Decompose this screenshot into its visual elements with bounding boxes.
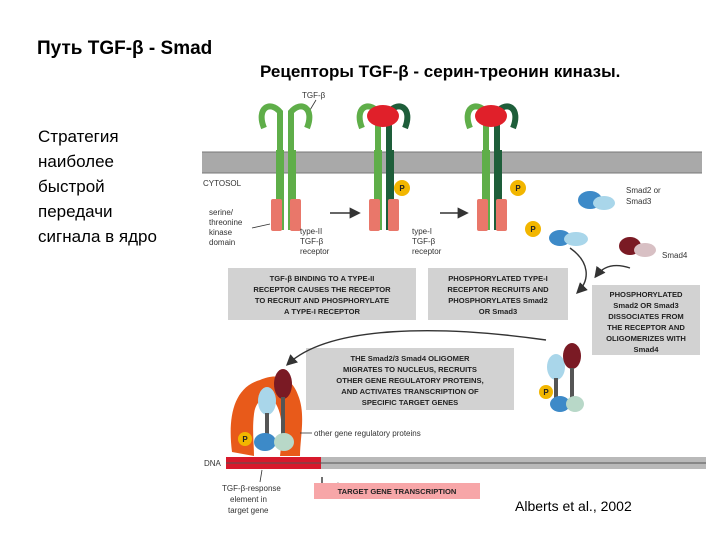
- type2-receptor-label-line: TGF-β: [300, 237, 324, 246]
- strategy-text: Стратегия наиболее быстрой передачи сигн…: [38, 124, 157, 249]
- type1-receptor-label-line: type-I: [412, 227, 432, 236]
- svg-text:P: P: [399, 184, 405, 193]
- response-element-label-line: TGF-β-response: [222, 484, 281, 493]
- svg-text:TARGET GENE TRANSCRIPTION: TARGET GENE TRANSCRIPTION: [338, 487, 457, 496]
- slide-subtitle: Рецепторы TGF-β - серин-треонин киназы.: [260, 62, 621, 81]
- smad-oligomer: [547, 343, 584, 412]
- arrow-to-nucleus: [285, 330, 547, 366]
- svg-text:TO RECRUIT AND PHOSPHORYLATE: TO RECRUIT AND PHOSPHORYLATE: [255, 296, 389, 305]
- strategy-line: Стратегия: [38, 127, 119, 146]
- svg-text:PHOSPHORYLATES Smad2: PHOSPHORYLATES Smad2: [448, 296, 548, 305]
- smad2-3-protein: [549, 191, 615, 246]
- svg-text:DISSOCIATES FROM: DISSOCIATES FROM: [608, 312, 683, 321]
- svg-text:MIGRATES TO NUCLEUS, RECRUITS: MIGRATES TO NUCLEUS, RECRUITS: [343, 365, 477, 374]
- tgf-beta-ligand: [367, 105, 399, 127]
- type2-receptor-label-line: type-II: [300, 227, 322, 236]
- receptor-complex-phosphorylated: [464, 103, 519, 231]
- svg-text:P: P: [543, 388, 549, 397]
- smad23-label-line: Smad3: [626, 197, 652, 206]
- receptor-type2-pair: [258, 103, 313, 231]
- svg-text:AND ACTIVATES TRANSCRIPTION OF: AND ACTIVATES TRANSCRIPTION OF: [341, 387, 479, 396]
- kinase-domain-label-line: serine/: [209, 208, 234, 217]
- response-element-label-line: element in: [230, 495, 267, 504]
- caption-box-step3: PHOSPHORYLATED Smad2 OR Smad3 DISSOCIATE…: [592, 285, 700, 355]
- smad4-label: Smad4: [662, 251, 688, 260]
- type1-receptor-label-line: receptor: [412, 247, 442, 256]
- svg-text:THE Smad2/3 Smad4 OLIGOMER: THE Smad2/3 Smad4 OLIGOMER: [351, 354, 471, 363]
- caption-box-step2: PHOSPHORYLATED TYPE-I RECEPTOR RECRUITS …: [428, 268, 568, 320]
- smad23-label-line: Smad2 or: [626, 186, 661, 195]
- svg-text:RECEPTOR RECRUITS AND: RECEPTOR RECRUITS AND: [447, 285, 549, 294]
- strategy-line: сигнала в ядро: [38, 227, 157, 246]
- phosphate-icon: P: [510, 180, 526, 196]
- phosphate-icon: P: [525, 221, 541, 237]
- phosphate-icon: P: [539, 385, 553, 399]
- caption-box-step4: THE Smad2/3 Smad4 OLIGOMER MIGRATES TO N…: [306, 348, 514, 410]
- strategy-line: передачи: [38, 202, 113, 221]
- receptor-complex-ligand-bound: [356, 103, 411, 231]
- caption-box-step1: TGF-β BINDING TO A TYPE-II RECEPTOR CAUS…: [228, 268, 416, 320]
- arrow-step3: [569, 247, 588, 294]
- svg-text:OLIGOMERIZES WITH: OLIGOMERIZES WITH: [606, 334, 686, 343]
- other-proteins-label: other gene regulatory proteins: [314, 429, 421, 438]
- svg-text:A TYPE-I RECEPTOR: A TYPE-I RECEPTOR: [284, 307, 360, 316]
- svg-text:P: P: [515, 184, 521, 193]
- target-transcription-box: TARGET GENE TRANSCRIPTION: [314, 483, 480, 499]
- svg-text:SPECIFIC TARGET GENES: SPECIFIC TARGET GENES: [362, 398, 458, 407]
- phosphate-icon: P: [238, 432, 252, 446]
- svg-text:THE RECEPTOR AND: THE RECEPTOR AND: [607, 323, 685, 332]
- svg-text:TGF-β BINDING TO A TYPE-II: TGF-β BINDING TO A TYPE-II: [270, 274, 375, 283]
- plasma-membrane: [202, 152, 702, 173]
- gene-regulatory-complex: [230, 369, 303, 456]
- kinase-domain: [271, 199, 282, 231]
- strategy-line: наиболее: [38, 152, 114, 171]
- kinase-domain-label-line: threonine: [209, 218, 243, 227]
- smad4-protein: [619, 237, 656, 257]
- svg-text:OR Smad3: OR Smad3: [479, 307, 517, 316]
- cytosol-label: CYTOSOL: [203, 179, 242, 188]
- phosphate-icon: P: [394, 180, 410, 196]
- citation: Alberts et al., 2002: [515, 498, 632, 514]
- kinase-domain-label-line: kinase: [209, 228, 233, 237]
- slide-title: Путь TGF-β - Smad: [37, 38, 213, 59]
- svg-text:PHOSPHORYLATED: PHOSPHORYLATED: [610, 290, 684, 299]
- kinase-domain-label-line: domain: [209, 238, 235, 247]
- svg-text:Smad4: Smad4: [634, 345, 660, 354]
- dna-label: DNA: [204, 459, 222, 468]
- svg-text:RECEPTOR CAUSES THE RECEPTOR: RECEPTOR CAUSES THE RECEPTOR: [253, 285, 391, 294]
- svg-text:Smad2 OR Smad3: Smad2 OR Smad3: [613, 301, 678, 310]
- arrow-smad4-joins: [594, 264, 631, 279]
- response-element-label-line: target gene: [228, 506, 269, 515]
- svg-text:P: P: [242, 435, 248, 444]
- svg-text:P: P: [530, 225, 536, 234]
- strategy-line: быстрой: [38, 177, 105, 196]
- type1-receptor-label-line: TGF-β: [412, 237, 436, 246]
- kinase-domain: [290, 199, 301, 231]
- tgf-beta-ligand: [475, 105, 507, 127]
- svg-text:OTHER GENE REGULATORY PROTEINS: OTHER GENE REGULATORY PROTEINS,: [336, 376, 483, 385]
- type2-receptor-label-line: receptor: [300, 247, 330, 256]
- svg-text:PHOSPHORYLATED TYPE-I: PHOSPHORYLATED TYPE-I: [448, 274, 548, 283]
- tgf-beta-label: TGF-β: [302, 91, 326, 100]
